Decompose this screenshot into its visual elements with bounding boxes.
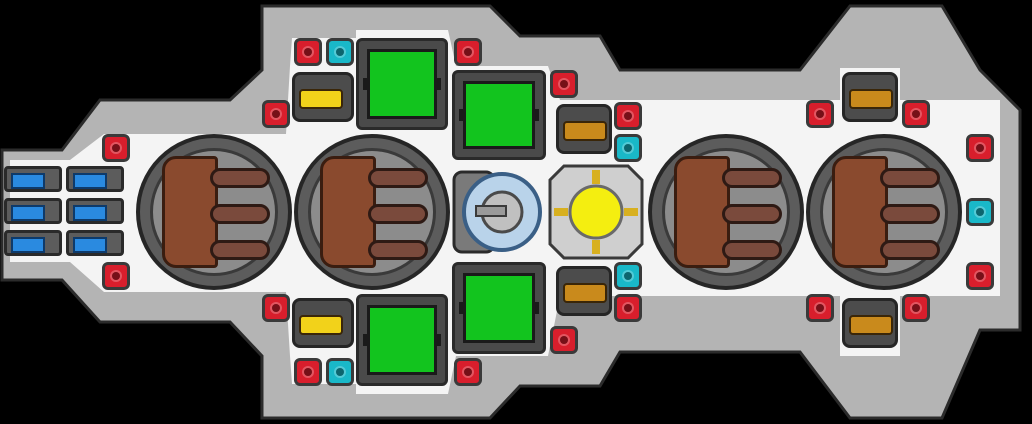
laser-turret[interactable] xyxy=(292,298,354,348)
reactor-clamp xyxy=(592,170,600,184)
engine-module[interactable] xyxy=(806,134,962,290)
engine-exhaust xyxy=(368,168,428,188)
thruster-drive xyxy=(66,230,124,256)
alert-console[interactable] xyxy=(614,294,642,322)
alert-console[interactable] xyxy=(294,358,322,386)
hatch-latch xyxy=(459,109,465,121)
cannon-turret[interactable] xyxy=(842,298,898,348)
engine-exhaust xyxy=(880,240,940,260)
alert-console[interactable] xyxy=(454,38,482,66)
alert-console[interactable] xyxy=(102,134,130,162)
engine-exhaust xyxy=(722,240,782,260)
thruster-drive xyxy=(4,198,62,224)
alert-console[interactable] xyxy=(262,294,290,322)
hatch-latch xyxy=(533,109,539,121)
alert-console[interactable] xyxy=(454,358,482,386)
thruster-drive xyxy=(4,166,62,192)
thruster-drive xyxy=(66,198,124,224)
cargo-bay[interactable] xyxy=(452,70,546,160)
alert-console[interactable] xyxy=(966,262,994,290)
system-console[interactable] xyxy=(326,38,354,66)
hatch-latch xyxy=(363,334,369,346)
cannon-turret[interactable] xyxy=(556,266,612,316)
alert-console[interactable] xyxy=(262,100,290,128)
thruster-cell xyxy=(73,205,107,221)
alert-console[interactable] xyxy=(902,294,930,322)
hatch-latch xyxy=(533,302,539,314)
laser-barrel xyxy=(299,315,343,335)
thruster-cell xyxy=(11,205,45,221)
reactor-clamp xyxy=(624,208,638,216)
engine-exhaust xyxy=(722,168,782,188)
thruster-cell xyxy=(11,237,45,253)
alert-console[interactable] xyxy=(966,134,994,162)
hatch-latch xyxy=(459,302,465,314)
cargo-bay[interactable] xyxy=(356,38,448,130)
alert-console[interactable] xyxy=(294,38,322,66)
cargo-bay[interactable] xyxy=(356,294,448,386)
hatch-latch xyxy=(363,78,369,90)
reactor-core[interactable] xyxy=(548,164,644,260)
engine-exhaust xyxy=(210,204,270,224)
engine-module[interactable] xyxy=(136,134,292,290)
system-console[interactable] xyxy=(614,134,642,162)
laser-barrel xyxy=(299,89,343,109)
engine-exhaust xyxy=(210,240,270,260)
cannon-barrel xyxy=(849,89,893,109)
cargo-hatch xyxy=(367,305,437,375)
alert-console[interactable] xyxy=(102,262,130,290)
engine-exhaust xyxy=(880,168,940,188)
engine-module[interactable] xyxy=(648,134,804,290)
alert-console[interactable] xyxy=(550,70,578,98)
cannon-barrel xyxy=(563,121,607,141)
reactor-clamp xyxy=(592,240,600,254)
system-console[interactable] xyxy=(966,198,994,226)
engine-housing xyxy=(320,156,376,268)
alert-console[interactable] xyxy=(550,326,578,354)
engine-exhaust xyxy=(210,168,270,188)
cannon-barrel xyxy=(849,315,893,335)
shield-emitter xyxy=(475,205,507,217)
cargo-hatch xyxy=(367,49,437,119)
engine-exhaust xyxy=(880,204,940,224)
alert-console[interactable] xyxy=(902,100,930,128)
cargo-bay[interactable] xyxy=(452,262,546,354)
hatch-latch xyxy=(435,334,441,346)
reactor-clamp xyxy=(554,208,568,216)
cargo-hatch xyxy=(463,81,535,149)
thruster-drive xyxy=(66,166,124,192)
system-console[interactable] xyxy=(326,358,354,386)
alert-console[interactable] xyxy=(614,102,642,130)
engine-exhaust xyxy=(368,240,428,260)
thruster-drive xyxy=(4,230,62,256)
engine-module[interactable] xyxy=(294,134,450,290)
thruster-cell xyxy=(73,237,107,253)
hatch-latch xyxy=(435,78,441,90)
cannon-barrel xyxy=(563,283,607,303)
cannon-turret[interactable] xyxy=(556,104,612,154)
reactor-glow xyxy=(568,184,624,240)
alert-console[interactable] xyxy=(806,100,834,128)
thruster-cell xyxy=(73,173,107,189)
laser-turret[interactable] xyxy=(292,72,354,122)
engine-exhaust xyxy=(722,204,782,224)
cargo-hatch xyxy=(463,273,535,343)
alert-console[interactable] xyxy=(806,294,834,322)
system-console[interactable] xyxy=(614,262,642,290)
cannon-turret[interactable] xyxy=(842,72,898,122)
engine-exhaust xyxy=(368,204,428,224)
thruster-cell xyxy=(11,173,45,189)
shield-generator[interactable] xyxy=(452,166,548,258)
